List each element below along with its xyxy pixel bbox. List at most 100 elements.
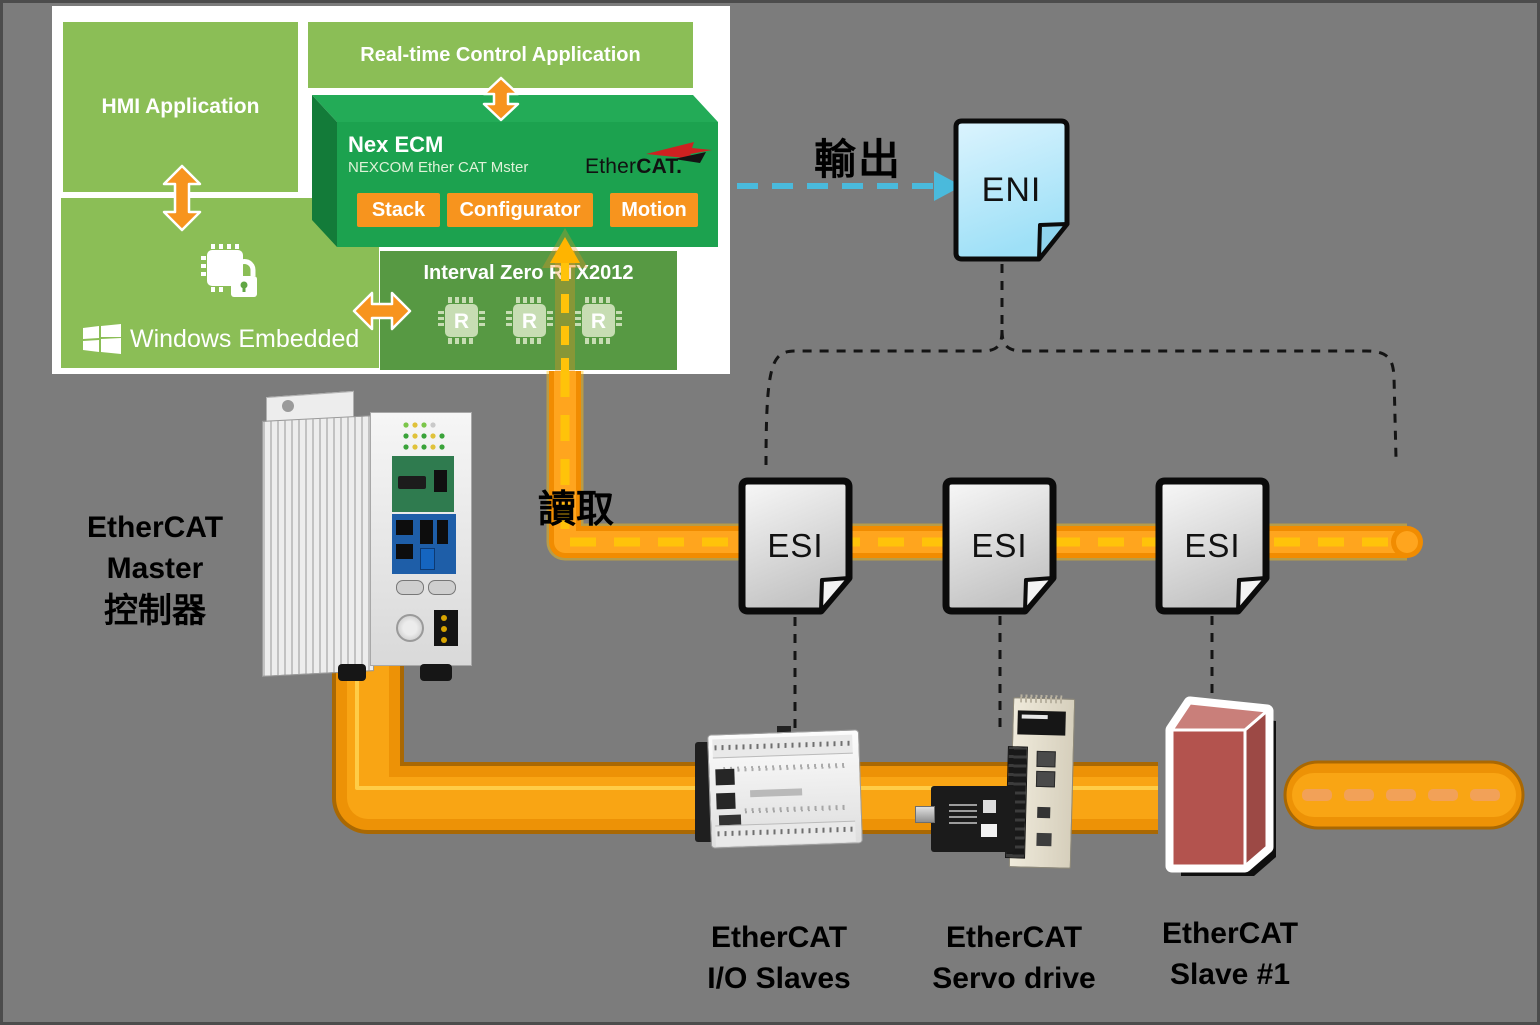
usb3-port (420, 548, 435, 570)
eni-esi-dashed-bracket (764, 264, 1398, 741)
ethercat-logo-arrow-icon (646, 142, 712, 163)
io-caption: EtherCAT I/O Slaves (669, 918, 889, 999)
windows-embedded-label: Windows Embedded (130, 324, 360, 353)
ethercat-logo-text: EtherCAT. (585, 155, 682, 179)
power-button (396, 614, 424, 642)
configurator-button: Configurator (447, 193, 593, 227)
read-label: 讀取 (538, 489, 615, 531)
chip-letter: R (454, 310, 469, 333)
slave1-caption: EtherCAT Slave #1 (1120, 914, 1340, 995)
rj45-port (715, 768, 735, 786)
esi-file-icon (942, 477, 1057, 615)
master-caption: EtherCAT Master 控制器 (35, 508, 275, 635)
servo-drive-device (915, 690, 1077, 875)
esi-label: ESI (1184, 527, 1241, 564)
interval-zero-label: Interval Zero RTX2012 (423, 262, 634, 284)
terminal-screw (441, 615, 447, 621)
eni-label: ENI (981, 170, 1042, 209)
esi-file-icon (1155, 477, 1270, 615)
stack-button: Stack (357, 193, 440, 227)
mounting-hole (282, 400, 294, 412)
hmi-application-box: HMI Application (63, 22, 298, 192)
ethercat-logo-bold: CAT. (636, 155, 683, 178)
slave1-caption-line1: EtherCAT (1161, 917, 1299, 950)
com-port (396, 580, 424, 595)
eni-file: ENI (953, 118, 1070, 262)
device-foot (338, 664, 366, 681)
module-label (750, 788, 803, 798)
right-pipe-segment (1283, 760, 1525, 830)
esi-file-1: ESI (738, 477, 853, 615)
terminal-screw (441, 626, 447, 632)
esi-cable (546, 371, 1407, 561)
realtime-control-label: Real-time Control Application (360, 43, 641, 66)
drive-port (1036, 750, 1056, 768)
up-down-arrow-icon (482, 76, 520, 122)
read-arrow (542, 228, 588, 372)
lan-port (396, 544, 413, 559)
dvi-port (398, 476, 426, 489)
drive-port-small (1037, 806, 1051, 819)
io-slave-device (693, 726, 865, 852)
windows-logo-icon (83, 324, 121, 354)
interval-zero-label-wrap: Interval Zero RTX2012 (380, 262, 677, 285)
servo-motor-body (931, 786, 1015, 852)
io-module-body (707, 729, 863, 849)
esi-file-2: ESI (942, 477, 1057, 615)
chip-letter: R (522, 310, 537, 333)
displayport (434, 470, 447, 492)
motion-button: Motion (610, 193, 698, 227)
usb-port (420, 520, 433, 544)
output-arrow (737, 171, 962, 201)
slave1-caption-line2: Slave #1 (1169, 957, 1291, 991)
esi-label: ESI (767, 527, 824, 564)
led-indicators (403, 422, 445, 450)
terminal-screw (441, 637, 447, 643)
servo-caption-line1: EtherCAT (945, 921, 1083, 954)
esi-label: ESI (971, 527, 1028, 564)
rtx-core-chip-icon: R (575, 297, 622, 344)
ethercat-logo-normal: Ether (585, 155, 637, 178)
slave1-red-box (1165, 696, 1276, 876)
eni-file-icon (953, 118, 1070, 262)
esi-file-icon (738, 477, 853, 615)
left-right-arrow-icon (352, 291, 412, 331)
ce-mark (981, 824, 997, 837)
device-foot (420, 664, 452, 681)
drive-port-small (1036, 832, 1052, 847)
rtx-core-chip-icon: R (506, 297, 553, 344)
master-caption-line1: EtherCAT Master (86, 511, 224, 585)
vent-slots (1020, 694, 1063, 704)
motor-label-text (949, 800, 977, 824)
usb-port (437, 520, 448, 544)
esi-cable-end-cap-inner (1396, 531, 1418, 553)
io-caption-line2: I/O Slaves (707, 961, 851, 995)
qr-code (983, 800, 996, 813)
windows-embedded-row: Windows Embedded (83, 323, 359, 355)
servo-caption: EtherCAT Servo drive (904, 918, 1124, 999)
master-caption-line2: 控制器 (104, 592, 206, 630)
master-controller-device (258, 388, 473, 688)
master-pipe (332, 660, 1158, 834)
rj45-port (716, 792, 736, 810)
servo-caption-line2: Servo drive (932, 961, 1096, 995)
nameplate-text-line (1021, 714, 1048, 720)
esi-file-3: ESI (1155, 477, 1270, 615)
output-label: 輸出 (814, 136, 903, 183)
nexecm-subtitle: NEXCOM Ether CAT Mster (348, 159, 529, 176)
lan-port (396, 520, 413, 535)
terminal-dots (744, 804, 849, 814)
nexecm-title: Nex ECM (348, 132, 444, 157)
heatsink-fins (262, 415, 374, 677)
servo-amplifier-body (1005, 694, 1076, 869)
motor-shaft (915, 806, 935, 823)
drive-port (1035, 770, 1056, 788)
secure-chip-icon (201, 244, 257, 297)
io-caption-line1: EtherCAT (710, 921, 848, 954)
hmi-application-label: HMI Application (101, 95, 260, 118)
terminal-dots (723, 762, 848, 773)
chip-letter: R (591, 310, 606, 333)
